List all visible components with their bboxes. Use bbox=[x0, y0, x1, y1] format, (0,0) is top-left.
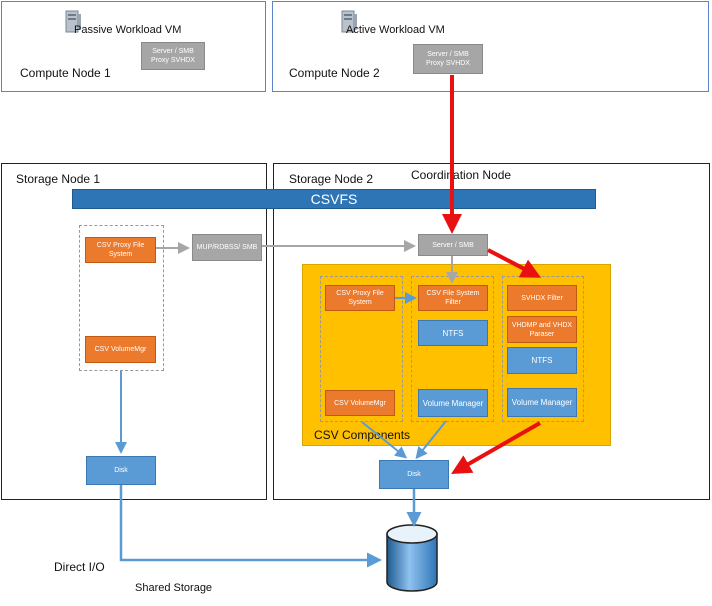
ntfs-box-1: NTFS bbox=[418, 320, 488, 346]
sn1-disk-box: Disk bbox=[86, 456, 156, 485]
proxy-line-1: Server / SMB bbox=[152, 48, 194, 55]
vm-server-icon bbox=[65, 10, 81, 33]
sn2-disk-label: Disk bbox=[407, 471, 421, 478]
sn2-server-smb-label: Server / SMB bbox=[432, 241, 474, 249]
mup-rdbss-smb-box: MUP/RDBSS/ SMB bbox=[192, 234, 262, 261]
sn2-csv-proxy-fs-label: CSV Proxy File System bbox=[336, 290, 384, 306]
proxy-svhdx-box-2: Server / SMB Proxy SVHDX bbox=[413, 44, 483, 74]
sn1-csv-volumemgr-box: CSV VolumeMgr bbox=[85, 336, 156, 363]
volume-manager-box-1: Volume Manager bbox=[418, 389, 488, 417]
csv-fs-filter-box: CSV File System Filter bbox=[418, 285, 488, 311]
direct-io-label: Direct I/O bbox=[54, 560, 105, 574]
csv-col-3-dashed bbox=[502, 276, 584, 422]
sn1-csv-proxy-fs-box: CSV Proxy File System bbox=[85, 237, 156, 263]
proxy-svhdx-box-1: Server / SMB Proxy SVHDX bbox=[141, 42, 205, 70]
sn1-csv-volumemgr-label: CSV VolumeMgr bbox=[94, 346, 147, 353]
sn2-csv-volumemgr-label: CSV VolumeMgr bbox=[334, 399, 386, 407]
compute-node-1-panel bbox=[1, 1, 266, 92]
ntfs-box-2: NTFS bbox=[507, 347, 577, 374]
ntfs-label-1: NTFS bbox=[442, 328, 464, 338]
mup-rdbss-smb-label: MUP/RDBSS/ SMB bbox=[196, 244, 258, 251]
passive-workload-vm-label: Passive Workload VM bbox=[74, 24, 182, 36]
vm-server-icon bbox=[341, 10, 357, 33]
csvfs-label: CSVFS bbox=[310, 191, 358, 207]
compute-node-2-label: Compute Node 2 bbox=[289, 66, 380, 80]
sn2-server-smb-box: Server / SMB bbox=[418, 234, 488, 256]
compute-node-1-label: Compute Node 1 bbox=[20, 66, 111, 80]
sn1-disk-label: Disk bbox=[114, 467, 128, 474]
proxy-line-2: Proxy SVHDX bbox=[426, 60, 470, 67]
sn2-disk-box: Disk bbox=[379, 460, 449, 489]
csvfs-bar: CSVFS bbox=[72, 189, 596, 209]
sn2-csv-proxy-fs-box: CSV Proxy File System bbox=[325, 285, 395, 311]
vhdmp-box: VHDMP and VHDX Paraser bbox=[507, 316, 577, 343]
storage-node-1-title: Storage Node 1 bbox=[16, 172, 101, 186]
shared-storage-cylinder-icon bbox=[386, 524, 438, 592]
sn1-dashed-group bbox=[79, 225, 164, 371]
storage-node-2-title: Storage Node 2 bbox=[289, 172, 374, 186]
coordination-node-label: Coordination Node bbox=[411, 168, 512, 182]
csv-fs-filter-label: CSV File System Filter bbox=[426, 290, 480, 306]
volume-manager-label-1: Volume Manager bbox=[422, 398, 484, 408]
proxy-line-1: Server / SMB bbox=[427, 51, 469, 58]
csv-components-label: CSV Components bbox=[314, 428, 411, 442]
svhdx-filter-label: SVHDX Filter bbox=[521, 294, 563, 302]
svhdx-filter-box: SVHDX Filter bbox=[507, 285, 577, 311]
volume-manager-label-2: Volume Manager bbox=[511, 398, 573, 407]
shared-storage-label: Shared Storage bbox=[135, 582, 213, 594]
ntfs-label-2: NTFS bbox=[531, 356, 553, 365]
active-workload-vm-label: Active Workload VM bbox=[346, 24, 445, 36]
proxy-line-2: Proxy SVHDX bbox=[151, 57, 195, 64]
volume-manager-box-2: Volume Manager bbox=[507, 388, 577, 417]
vhdmp-label: VHDMP and VHDX Paraser bbox=[511, 321, 573, 338]
sn1-csv-proxy-fs-label: CSV Proxy File System bbox=[96, 242, 145, 258]
storage-node-1-panel bbox=[1, 163, 267, 500]
sn2-csv-volumemgr-box: CSV VolumeMgr bbox=[325, 390, 395, 416]
